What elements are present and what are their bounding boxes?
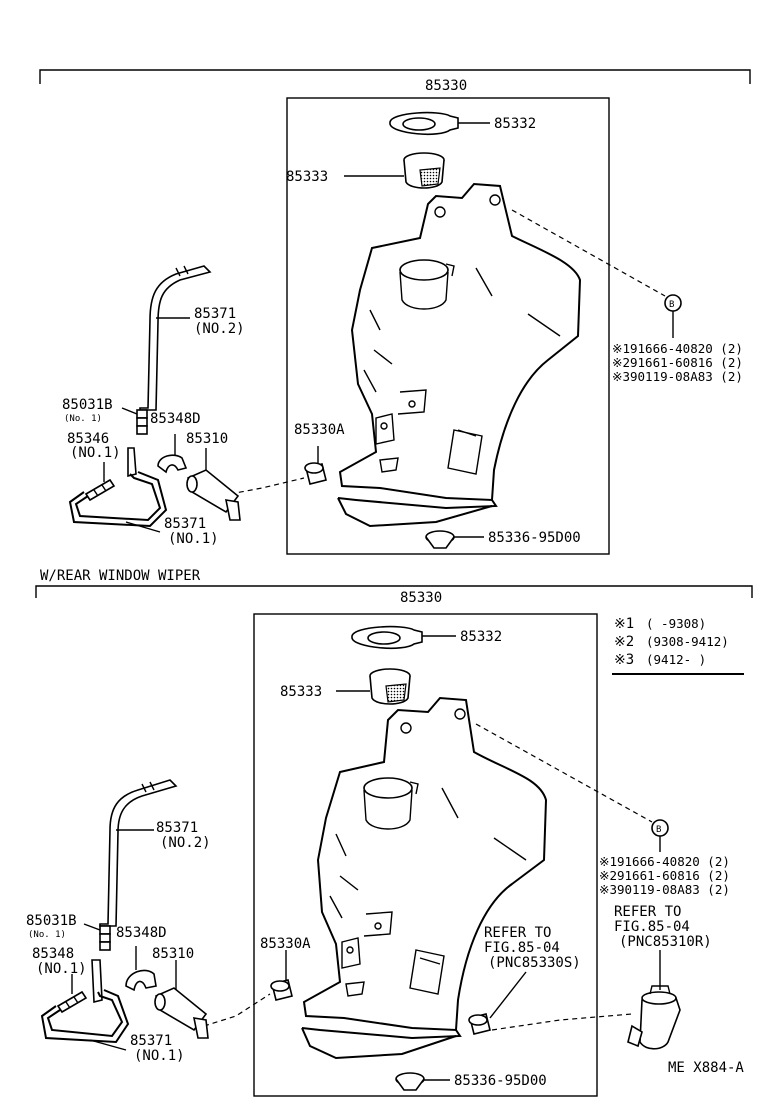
top-check-valve-label: 85348D	[150, 411, 201, 427]
top-hose-no2-number: 85371	[194, 306, 236, 322]
bottom-bolt-2: ※291661-60816 (2)	[599, 868, 730, 883]
top-hose-no2-tag: (NO.2)	[194, 321, 245, 337]
bottom-joint-tag: (No. 1)	[28, 930, 66, 940]
top-joint-tag: (No. 1)	[64, 414, 102, 424]
bottom-rear-pump-dash	[491, 1013, 633, 1031]
top-valve-number: 85346	[67, 431, 109, 447]
bottom-check-valve-part	[125, 946, 157, 992]
top-grommet-label: 85330A	[294, 422, 345, 438]
bottom-pump-part	[154, 960, 209, 1039]
bottom-hose-no1-number: 85371	[130, 1033, 172, 1049]
bottom-section: 85330 85332 85333	[26, 585, 753, 1097]
top-assembly-number: 85330	[425, 78, 467, 94]
bottom-joint-number: 85031B	[26, 913, 77, 929]
legend-mark-1: ※1	[614, 616, 634, 632]
top-bolt-leader	[511, 209, 666, 297]
bottom-washer-tank	[301, 696, 548, 1060]
bottom-rear-pump-part	[627, 985, 681, 1050]
bottom-tank-box	[253, 613, 598, 1097]
top-cap-label: 85332	[494, 116, 536, 132]
bottom-cap-part	[351, 625, 456, 650]
bottom-hose-no2	[99, 779, 178, 927]
top-cap-part	[389, 111, 490, 136]
bottom-refer-center-line2: FIG.85-04	[484, 940, 560, 956]
top-assembly-bracket	[39, 69, 751, 84]
top-joint-number: 85031B	[62, 397, 113, 413]
top-hose-no1-tag: (NO.1)	[168, 531, 219, 547]
top-washer-tank	[337, 182, 582, 528]
bottom-hose-no1-tag: (NO.1)	[134, 1048, 185, 1064]
top-plug-label: 85336-95D00	[488, 530, 581, 546]
top-hose-no2	[139, 265, 212, 411]
bottom-plug-label: 85336-95D00	[454, 1073, 547, 1089]
bottom-bolt-mark: B	[656, 825, 661, 835]
bottom-bolt-3: ※390119-08A83 (2)	[599, 882, 730, 897]
bottom-valve-tag: (NO.1)	[36, 961, 87, 977]
legend-range-2: (9308-9412)	[646, 634, 729, 649]
top-hose-no1	[68, 471, 168, 533]
bottom-strainer-label: 85333	[280, 684, 322, 700]
bottom-check-valve-label: 85348D	[116, 925, 167, 941]
legend-mark-2: ※2	[614, 634, 634, 650]
bottom-plug-part	[395, 1072, 450, 1091]
bottom-refer-right-line3: (PNC85310R)	[619, 934, 712, 950]
bottom-hose-no2-tag: (NO.2)	[160, 835, 211, 851]
top-joint-part	[121, 407, 148, 478]
bottom-joint-part	[83, 923, 111, 1004]
bottom-refer-center-line1: REFER TO	[484, 925, 551, 941]
bottom-assembly-bracket	[35, 585, 753, 598]
bottom-hose-no2-number: 85371	[156, 820, 198, 836]
legend-range-3: (9412- )	[646, 652, 706, 667]
bottom-valve-part	[56, 974, 88, 1014]
bottom-valve-number: 85348	[32, 946, 74, 962]
top-pump-label: 85310	[186, 431, 228, 447]
top-hose-no1-number: 85371	[164, 516, 206, 532]
bottom-pump-dash	[203, 993, 271, 1027]
bottom-cap-label: 85332	[460, 629, 502, 645]
bottom-bolt-1: ※191666-40820 (2)	[599, 854, 730, 869]
bottom-strainer-part	[336, 668, 411, 705]
top-bolt-mark: B	[669, 300, 674, 310]
top-tank-box	[286, 97, 610, 555]
bottom-bolt-leader	[475, 723, 653, 823]
legend-range-1: ( -9308)	[646, 616, 706, 631]
bottom-hose-no1	[40, 989, 130, 1051]
figure-code: ME X884-A	[668, 1060, 744, 1076]
legend-mark-3: ※3	[614, 652, 634, 668]
bottom-grommet-part	[270, 950, 293, 1001]
top-plug-part	[425, 530, 484, 549]
top-pump-part	[186, 448, 241, 521]
section-title: W/REAR WINDOW WIPER	[40, 568, 201, 584]
top-bolt-1: ※191666-40820 (2)	[612, 341, 743, 356]
top-valve-tag: (NO.1)	[70, 445, 121, 461]
top-section: 85330 85332 85333	[39, 69, 751, 555]
top-bolt-2: ※291661-60816 (2)	[612, 355, 743, 370]
bottom-grommet-label: 85330A	[260, 936, 311, 952]
bottom-refer-right-line1: REFER TO	[614, 904, 681, 920]
top-bolt-3: ※390119-08A83 (2)	[612, 369, 743, 384]
top-check-valve-part	[157, 434, 188, 474]
bottom-center-grommet-part	[468, 1013, 491, 1035]
top-strainer-label: 85333	[286, 169, 328, 185]
bottom-refer-right-line2: FIG.85-04	[614, 919, 690, 935]
top-pump-dash	[229, 477, 305, 495]
top-valve-part	[84, 462, 116, 502]
top-strainer-part	[344, 152, 445, 189]
bottom-pump-label: 85310	[152, 946, 194, 962]
legend-table: ※1 ( -9308) ※2 (9308-9412) ※3 (9412- )	[612, 616, 744, 675]
top-grommet-part	[304, 446, 327, 485]
bottom-assembly-number: 85330	[400, 590, 442, 606]
bottom-refer-center-line3: (PNC85330S)	[488, 955, 581, 971]
